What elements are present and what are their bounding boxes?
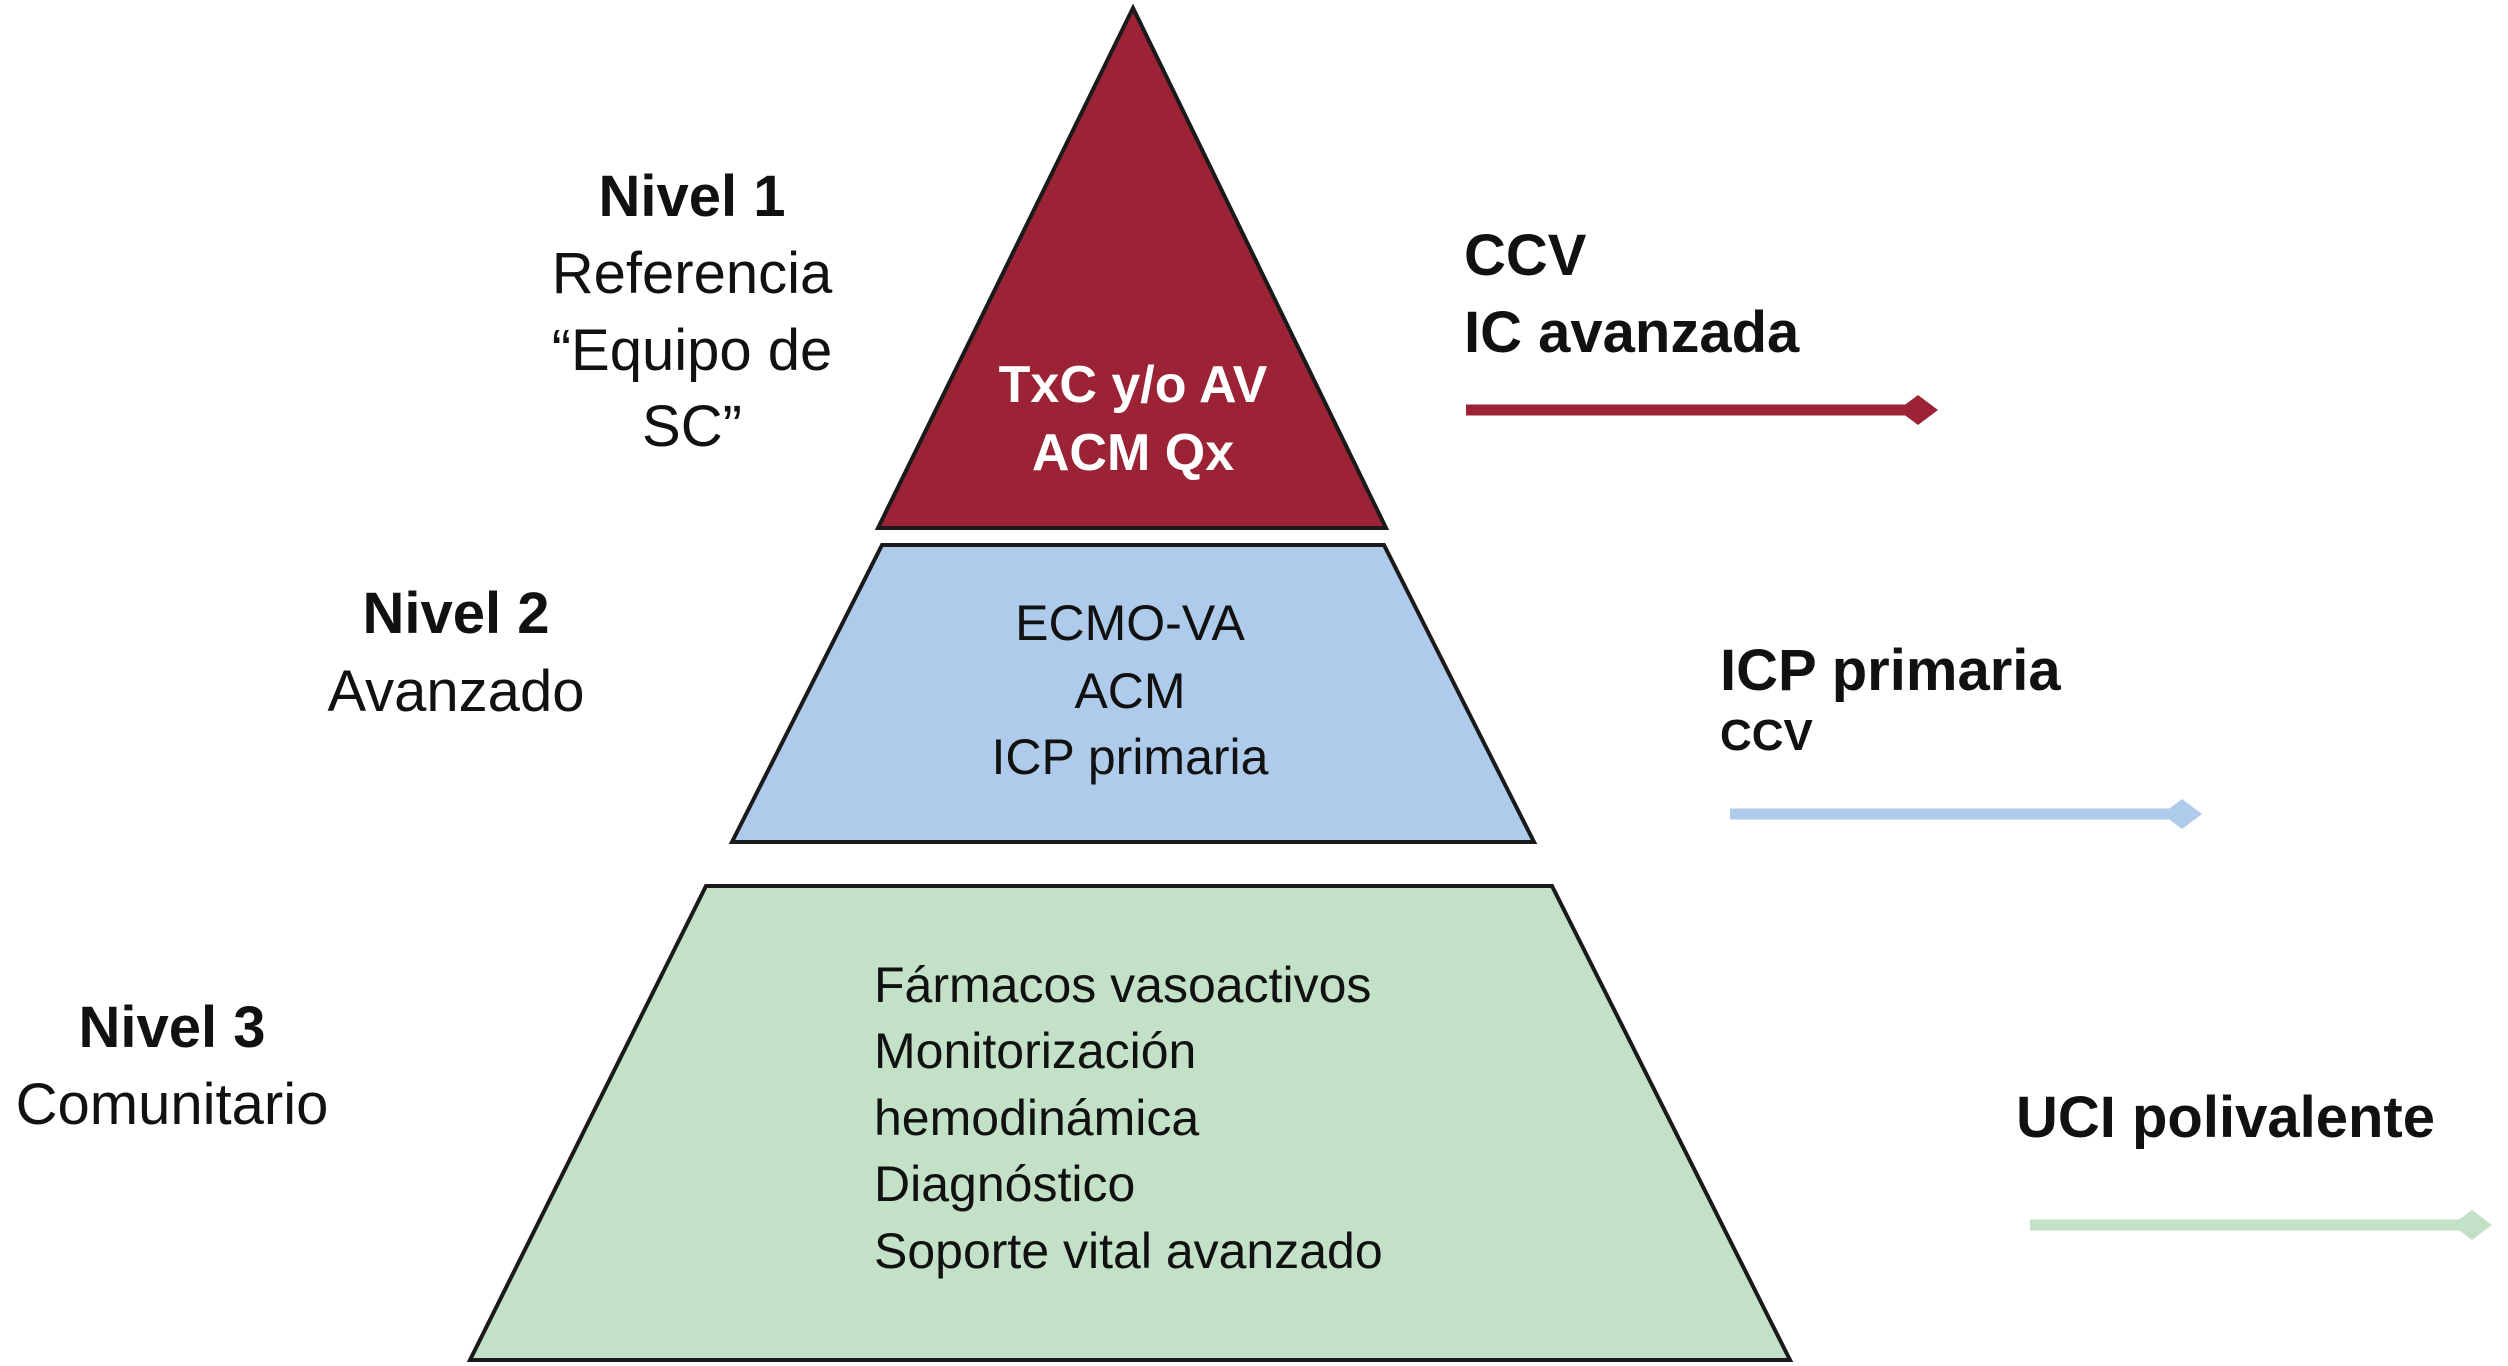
level-2-destination: ICP primaria CCV [1720, 638, 2202, 829]
tier-3-line: hemodinámica [874, 1090, 1199, 1146]
level-2-subtitle: Avanzado [328, 659, 585, 724]
level-3-destination-line: UCI polivalente [2016, 1085, 2435, 1150]
level-1-label: Nivel 1 Referencia “Equipo de SC” [552, 164, 833, 459]
level-3-subtitle: Comunitario [16, 1072, 329, 1137]
level-1-destination-line: IC avanzada [1464, 300, 1800, 365]
level-2-label: Nivel 2 Avanzado [328, 581, 585, 724]
tier-1-shape [874, 3, 1390, 530]
tier-3-line: Monitorización [874, 1023, 1196, 1079]
level-1-arrow-head [1898, 395, 1938, 425]
level-3-heading: Nivel 3 [79, 995, 266, 1060]
level-1-subtitle: “Equipo de [552, 318, 833, 383]
tier-3-line: Soporte vital avanzado [874, 1223, 1383, 1279]
level-3-destination: UCI polivalente [2016, 1085, 2492, 1240]
tier-2-line: ECMO-VA [1015, 595, 1245, 651]
tier-3: Fármacos vasoactivos Monitorización hemo… [466, 884, 1794, 1362]
tier-3-line: Diagnóstico [874, 1156, 1135, 1212]
level-3-label: Nivel 3 Comunitario [16, 995, 329, 1137]
tier-3-line: Fármacos vasoactivos [874, 957, 1371, 1013]
level-1-subtitle: Referencia [552, 241, 833, 306]
tier-1-line: TxC y/o AV [999, 356, 1268, 414]
tier-2-shape [728, 543, 1538, 844]
tier-2: ECMO-VA ACM ICP primaria [728, 543, 1538, 844]
level-3-arrow-head [2452, 1210, 2492, 1240]
level-1-subtitle: SC” [642, 394, 742, 459]
tier-3-shape [466, 884, 1794, 1362]
level-1-destination-line: CCV [1464, 223, 1587, 288]
level-1-destination: CCV IC avanzada [1464, 223, 1938, 425]
level-2-arrow-head [2162, 799, 2202, 829]
tier-1: TxC y/o AV ACM Qx [874, 3, 1390, 530]
level-2-heading: Nivel 2 [363, 581, 550, 646]
level-2-destination-line: ICP primaria [1720, 638, 2061, 703]
tier-2-line: ACM [1074, 663, 1185, 719]
tier-2-line: ICP primaria [992, 729, 1269, 785]
tier-1-line: ACM Qx [1032, 424, 1234, 482]
level-2-destination-line: CCV [1720, 711, 1814, 760]
level-1-heading: Nivel 1 [599, 164, 786, 229]
